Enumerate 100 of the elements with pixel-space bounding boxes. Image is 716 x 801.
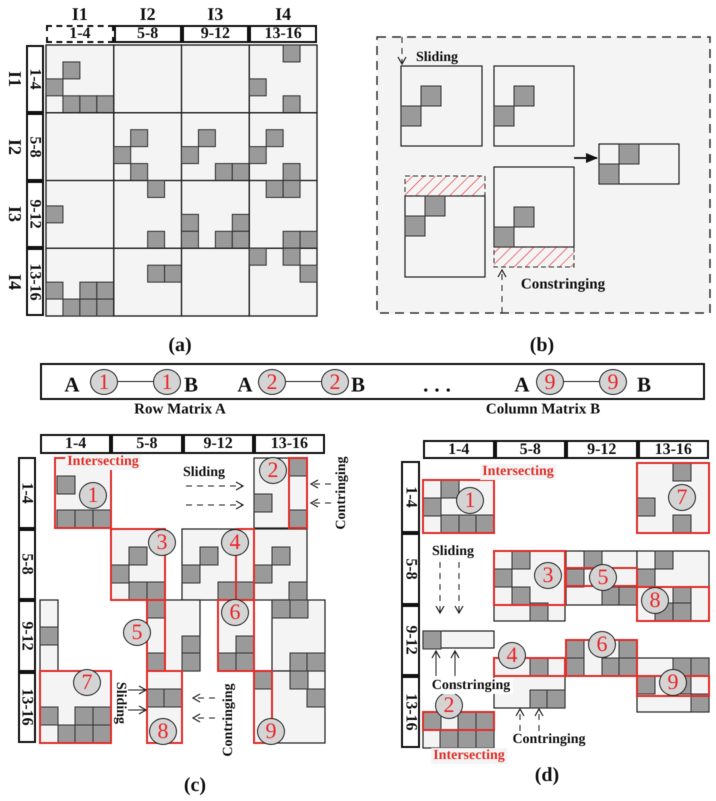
annotation-label: Sliding: [182, 466, 226, 480]
range-label: 13-16: [27, 263, 43, 301]
range-label: 5-8: [402, 558, 418, 580]
connector-line: [118, 381, 154, 382]
circle-number: 9: [544, 370, 556, 392]
circle-number: 4: [506, 644, 518, 666]
number-circle: [536, 368, 564, 394]
range-label: 13-16: [270, 436, 308, 452]
circle-number: 2: [268, 459, 278, 481]
range-label: 1-4: [27, 68, 43, 90]
range-label: 1-4: [402, 486, 418, 508]
range-label: 5-8: [520, 442, 541, 458]
number-circle: [90, 368, 118, 394]
circle-number: 5: [132, 621, 142, 643]
annotation-label: Contringing: [512, 733, 586, 747]
group-label: I2: [6, 138, 24, 155]
header-cell: [401, 461, 420, 533]
pair-panel: [40, 363, 705, 400]
matrix-letter: B: [184, 374, 198, 396]
range-label: 5-8: [136, 436, 158, 452]
circle-number: 2: [266, 370, 278, 392]
panel-label: (d): [534, 765, 560, 785]
matrix-letter: A: [237, 374, 253, 396]
panel-label: (a): [168, 335, 192, 355]
circle-number: 9: [668, 671, 678, 693]
number-circle: [258, 368, 286, 394]
number-circle: [599, 368, 627, 394]
range-label: 13-16: [654, 442, 692, 458]
panel-label: (c): [184, 775, 206, 795]
matrix-letter: A: [514, 374, 530, 396]
number-circle: [498, 642, 526, 668]
range-label: 5-8: [27, 136, 43, 158]
circle-number: 7: [676, 486, 688, 508]
range-label: 9-12: [19, 621, 35, 650]
range-label: 1-4: [19, 482, 35, 504]
annotation-label: Intersecting: [431, 748, 507, 764]
range-label: 5-8: [19, 554, 35, 575]
header-cell: [18, 457, 36, 528]
range-label: 13-16: [19, 688, 35, 726]
range-label: 9-12: [27, 200, 43, 230]
circle-number: 1: [98, 370, 110, 392]
header-cell: [401, 604, 420, 676]
connector-line: [564, 381, 600, 382]
circle-number: 8: [650, 589, 660, 611]
number-circle: [123, 618, 151, 646]
header-cell: [18, 672, 36, 743]
annotation-label: Sliding: [113, 682, 127, 724]
number-circle: [321, 368, 349, 394]
header-cell: [18, 600, 36, 672]
range-label: 5-8: [136, 26, 158, 42]
annotation-label: Intersecting: [480, 464, 556, 480]
group-label: I1: [6, 70, 24, 87]
header-cell: [18, 528, 36, 600]
annotation-label: Constringing: [430, 678, 512, 694]
circle-number: 4: [230, 531, 240, 553]
circle-number: 1: [162, 370, 172, 392]
annotation-label: Constringing: [520, 278, 606, 292]
header-cell: [111, 434, 182, 454]
range-label: 9-12: [402, 626, 418, 656]
matrix-letter: B: [637, 374, 651, 396]
group-label: I4: [275, 5, 292, 23]
circle-number: 2: [444, 694, 454, 716]
header-cell: [182, 434, 254, 454]
range-label: 13-16: [264, 26, 302, 42]
range-label: 9-12: [587, 442, 616, 458]
circle-number: 3: [156, 531, 168, 553]
group-label: I4: [6, 274, 24, 290]
range-label: 1-4: [64, 436, 86, 452]
header-cell: [566, 440, 638, 459]
header-cell: [423, 440, 494, 459]
annotation-label: Contringing: [335, 456, 349, 530]
matrix-title: Column Matrix B: [486, 402, 600, 418]
group-label: I1: [72, 5, 88, 23]
range-label: 1-4: [448, 442, 470, 458]
range-label: 1-4: [69, 26, 91, 42]
number-circle: [588, 630, 616, 658]
annotation-label: Contringing: [222, 683, 236, 757]
range-label: 9-12: [200, 26, 230, 42]
annotation-label: Sliding: [416, 51, 458, 65]
circle-number: 6: [230, 601, 240, 623]
range-label: 9-12: [203, 436, 233, 452]
circle-number: 8: [158, 720, 168, 742]
group-label: I3: [6, 206, 24, 222]
circle-number: 1: [464, 489, 476, 511]
header-cell: [638, 440, 709, 459]
circle-number: 7: [82, 671, 92, 693]
matrix-letter: A: [64, 374, 80, 396]
matrix-title: Row Matrix A: [134, 402, 226, 418]
header-cell: [254, 434, 325, 454]
header-cell: [494, 440, 566, 459]
ellipsis: ...: [423, 374, 457, 396]
circle-number: 2: [330, 370, 340, 392]
group-label: I3: [207, 5, 224, 23]
panel-label: (b): [530, 335, 554, 355]
header-cell: [40, 434, 112, 454]
matrix-letter: B: [351, 374, 365, 396]
circle-number: 5: [598, 566, 608, 588]
group-label: I2: [140, 5, 156, 23]
annotation-label: Intersecting: [65, 454, 141, 470]
annotation-label: Sliding: [432, 545, 474, 559]
